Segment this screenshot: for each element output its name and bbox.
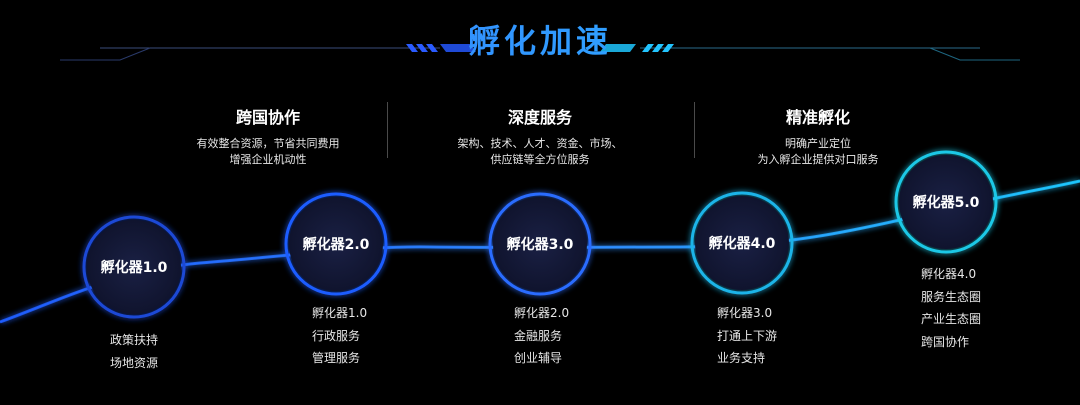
list-item: 孵化器2.0 xyxy=(514,306,570,320)
node-label: 孵化器2.0 xyxy=(302,237,370,253)
list-item: 服务生态圈 xyxy=(921,289,982,304)
feature-title: 深度服务 xyxy=(507,108,572,127)
node-ring-2 xyxy=(284,192,388,296)
feature-title: 跨国协作 xyxy=(235,108,300,127)
node-label: 孵化器4.0 xyxy=(708,236,776,252)
node-rings xyxy=(82,150,998,319)
node-ring-4 xyxy=(690,191,794,295)
node-label: 孵化器3.0 xyxy=(506,237,574,253)
list-item: 打通上下游 xyxy=(717,328,778,343)
header-bracket-right xyxy=(929,47,1020,61)
node-incubator-2: 孵化器2.0 xyxy=(289,197,383,291)
header-bracket-left xyxy=(60,47,151,61)
list-item: 场地资源 xyxy=(109,355,158,370)
list-item: 产业生态圈 xyxy=(921,312,982,326)
list-item: 跨国协作 xyxy=(921,334,970,349)
feature-line: 增强企业机动性 xyxy=(229,153,307,166)
list-item: 创业辅导 xyxy=(514,351,563,365)
node-incubator-4: 孵化器4.0 xyxy=(695,196,789,290)
node-5-items: 孵化器4.0 服务生态圈 产业生态圈 跨国协作 xyxy=(921,263,1011,353)
node-label: 孵化器1.0 xyxy=(100,260,168,276)
list-item: 业务支持 xyxy=(717,351,766,365)
node-1-items: 政策扶持 场地资源 xyxy=(94,329,174,374)
feature-line: 有效整合资源，节省共同费用 xyxy=(196,137,340,150)
node-label: 孵化器5.0 xyxy=(912,195,980,211)
feature-precise-incubation: 精准孵化 明确产业定位 为入孵企业提供对口服务 xyxy=(688,104,948,168)
page-title: 孵化加速 xyxy=(0,16,1080,62)
node-3-items: 孵化器2.0 金融服务 创业辅导 xyxy=(514,302,594,370)
header-decoration xyxy=(60,44,1020,61)
node-incubator-1: 孵化器1.0 xyxy=(87,220,181,314)
list-item: 金融服务 xyxy=(514,328,563,343)
list-item: 政策扶持 xyxy=(109,333,158,347)
node-ring-1 xyxy=(82,215,186,319)
feature-line: 架构、技术、人才、资金、市场、 xyxy=(457,137,623,150)
node-incubator-3: 孵化器3.0 xyxy=(493,197,587,291)
list-item: 管理服务 xyxy=(312,351,361,365)
stripes-left xyxy=(406,44,438,52)
header-ribbon-right xyxy=(600,44,636,52)
feature-deep-service: 深度服务 架构、技术、人才、资金、市场、 供应链等全方位服务 xyxy=(410,104,670,168)
divider xyxy=(694,102,695,158)
list-item: 孵化器1.0 xyxy=(312,306,368,320)
feature-cross-border: 跨国协作 有效整合资源，节省共同费用 增强企业机动性 xyxy=(138,104,398,168)
feature-line: 明确产业定位 xyxy=(785,137,851,150)
list-item: 孵化器3.0 xyxy=(717,306,773,320)
node-4-items: 孵化器3.0 打通上下游 业务支持 xyxy=(717,302,807,370)
node-2-items: 孵化器1.0 行政服务 管理服务 xyxy=(312,302,392,370)
list-item: 孵化器4.0 xyxy=(921,267,977,281)
divider xyxy=(387,102,388,158)
feature-line: 供应链等全方位服务 xyxy=(490,153,590,166)
feature-title: 精准孵化 xyxy=(785,108,850,127)
stripes-right xyxy=(642,44,674,52)
list-item: 行政服务 xyxy=(312,328,361,343)
feature-line: 为入孵企业提供对口服务 xyxy=(757,153,879,166)
node-ring-5 xyxy=(894,150,998,254)
header-ribbon-left xyxy=(440,44,476,52)
node-ring-3 xyxy=(488,192,592,296)
node-incubator-5: 孵化器5.0 xyxy=(899,155,993,249)
